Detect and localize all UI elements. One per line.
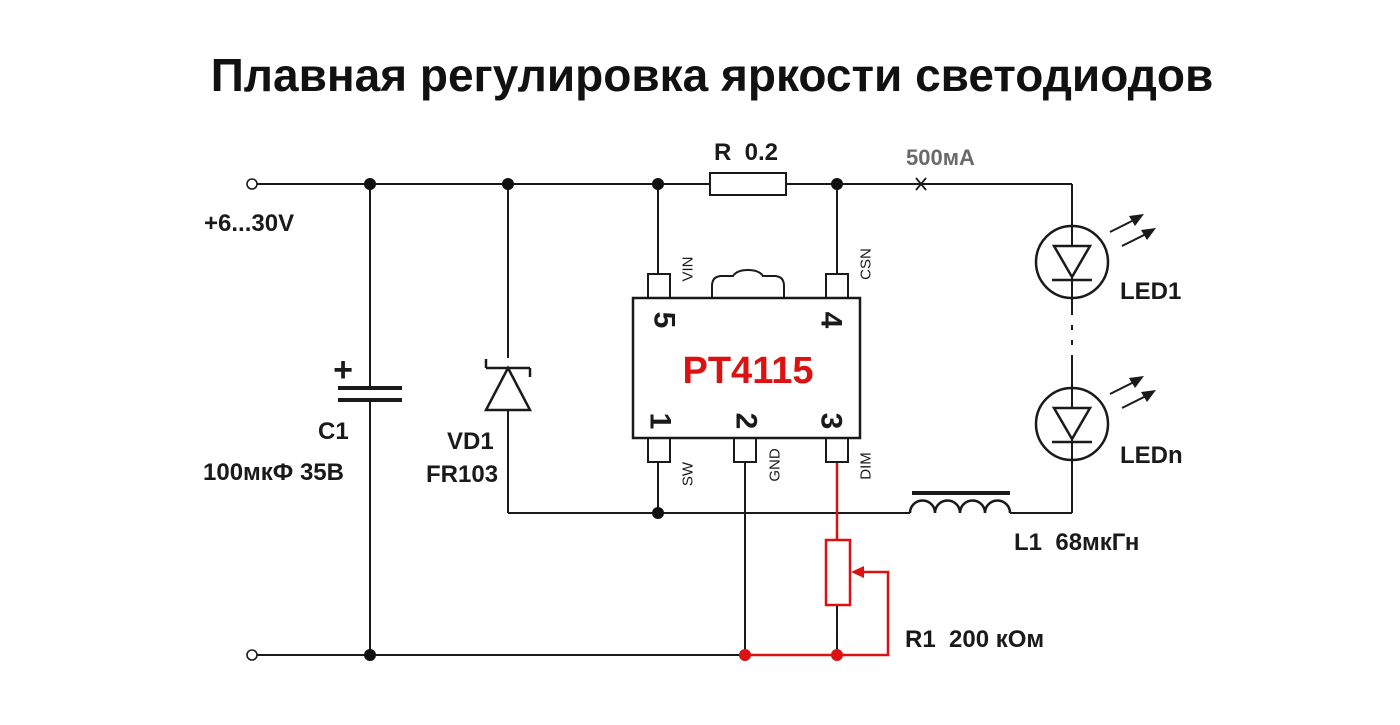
- capacitor-value: 100мкФ 35В: [203, 459, 344, 486]
- led-1-symbol: [1034, 214, 1156, 300]
- pin-name-csn: CSN: [858, 248, 875, 280]
- pin-name-sw: SW: [680, 461, 697, 486]
- led-n-label: LEDn: [1120, 442, 1183, 469]
- diode-vd1: [483, 359, 533, 412]
- capacitor-c1: +: [333, 351, 402, 402]
- pin-number-1: 1: [644, 413, 677, 430]
- supply-terminal-positive: [246, 178, 258, 190]
- pin-name-dim: DIM: [858, 452, 875, 480]
- sense-resistor-label: R 0.2: [714, 139, 778, 166]
- junction-dots: [364, 178, 843, 661]
- wires: [256, 183, 1073, 656]
- capacitor-ref: C1: [318, 418, 349, 445]
- pin-name-gnd: GND: [767, 448, 784, 482]
- diagram-title: Плавная регулировка яркости светодиодов: [211, 49, 1214, 101]
- sense-resistor: [709, 172, 787, 196]
- led-1-label: LED1: [1120, 278, 1181, 305]
- current-marker: [915, 177, 927, 191]
- chip-name: PT4115: [683, 350, 814, 392]
- supply-label: +6...30V: [204, 210, 294, 237]
- inductor-l1: [908, 491, 1012, 514]
- pin-name-vin: VIN: [680, 256, 697, 281]
- diode-value: FR103: [426, 461, 498, 488]
- potentiometer-r1: [824, 538, 852, 607]
- inductor-label: L1 68мкГн: [1014, 529, 1139, 556]
- capacitor-polarity: +: [333, 351, 353, 389]
- diode-ref: VD1: [447, 428, 494, 455]
- pin-number-5: 5: [648, 312, 681, 329]
- chip-package: [631, 268, 862, 463]
- pin-number-3: 3: [815, 413, 848, 430]
- dim-wires: [745, 462, 890, 657]
- potentiometer-label: R1 200 кОм: [905, 626, 1044, 653]
- pin-number-4: 4: [815, 312, 848, 329]
- pin-number-2: 2: [730, 413, 763, 430]
- current-label: 500мА: [906, 145, 975, 170]
- supply-terminal-negative: [246, 649, 258, 661]
- led-n-symbol: [1034, 376, 1156, 462]
